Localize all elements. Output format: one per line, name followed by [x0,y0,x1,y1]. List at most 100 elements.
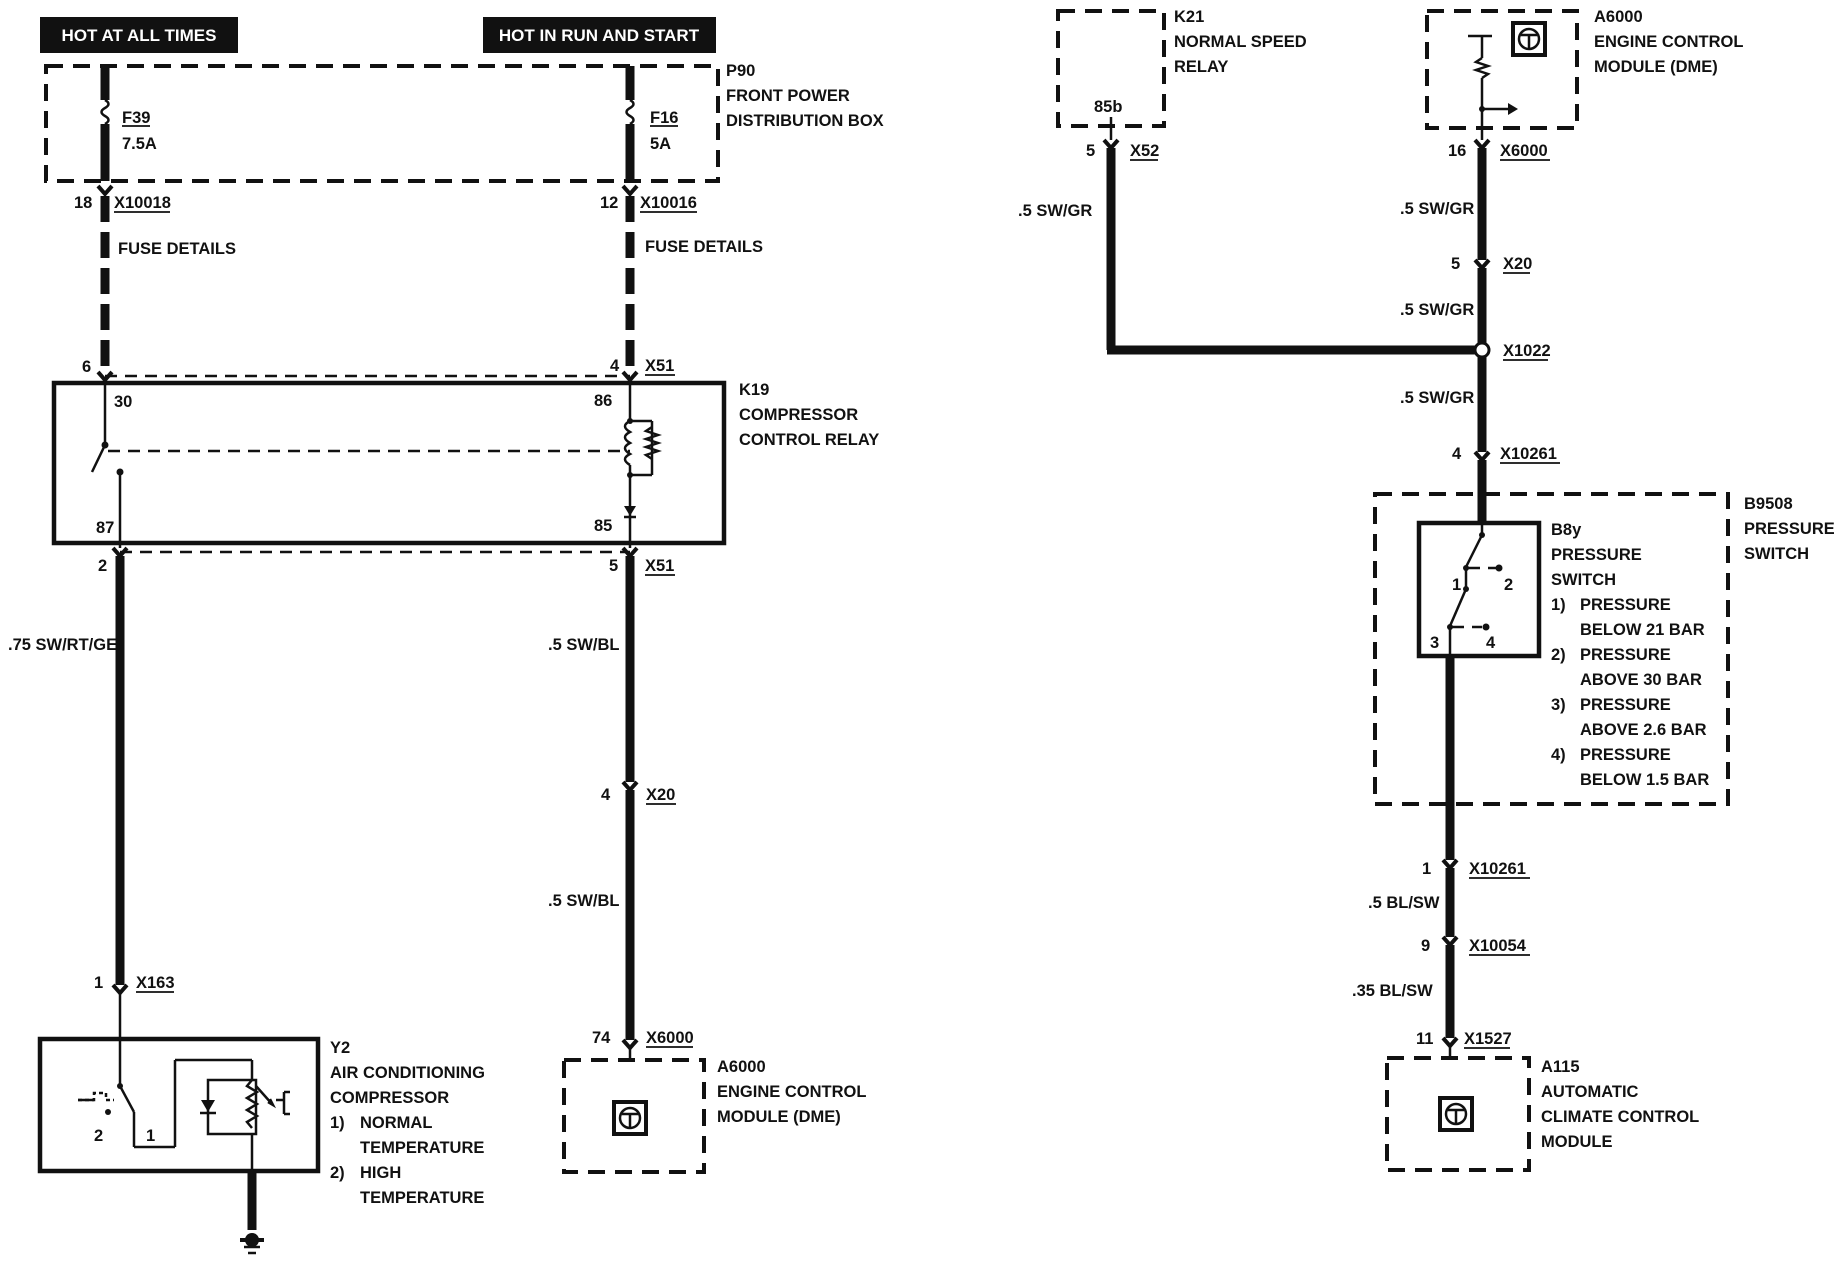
y2-pin2: 2 [94,1127,103,1145]
k21-line2: RELAY [1174,58,1228,76]
fuse-f39-rating: 7.5A [122,135,157,153]
connector-x6000-left-name: X6000 [646,1029,694,1047]
k21-pin: 85b [1094,98,1122,116]
k19-pin86: 86 [594,392,612,410]
a6000-right-line1: ENGINE CONTROL [1594,33,1743,51]
b8y-pin3: 3 [1430,634,1439,652]
y2-item1-line1: NORMAL [360,1114,432,1132]
connector-x20-right [1473,258,1491,272]
y2-compressor-box [37,1036,321,1174]
connector-x10054-name: X10054 [1469,937,1527,955]
b8y-note-1-line2: BELOW 21 BAR [1580,621,1705,639]
wire-sw-bl-1-label: .5 SW/BL [548,636,620,654]
b9508-line2: SWITCH [1744,545,1809,563]
connector-x163 [111,983,129,997]
header-hot-at-all-times-label: HOT AT ALL TIMES [62,26,217,45]
wire-sw-bl-2-label: .5 SW/BL [548,892,620,910]
connector-x6000-left [621,1038,639,1052]
connector-x163-pin: 1 [94,974,103,992]
connector-x6000-left-pin: 74 [592,1029,611,1047]
wire-075-label: .75 SW/RT/GE [8,636,117,654]
connector-x1527 [1441,1036,1459,1050]
a6000-left-id: A6000 [717,1058,766,1076]
connector-x52 [1102,138,1120,152]
b8y-pin4: 4 [1486,634,1496,652]
k19-pin87: 87 [96,519,114,537]
p90-line1: FRONT POWER [726,87,850,105]
wire-sw-gr-k21-label: .5 SW/GR [1018,202,1092,220]
y2-line1: AIR CONDITIONING [330,1064,485,1082]
k19-pin30: 30 [114,393,132,411]
header-hot-in-run-and-start: HOT IN RUN AND START [483,17,716,53]
k19-id: K19 [739,381,769,399]
a6000-left-line2: MODULE (DME) [717,1108,841,1126]
a115-module-icon [1438,1096,1474,1132]
connector-x51-bottom-name: X51 [645,557,674,575]
a115-line2: CLIMATE CONTROL [1541,1108,1699,1126]
connector-x51-bottom-pin: 5 [609,557,618,575]
fuse-f39-id: F39 [122,109,150,127]
connector-x20-left-name: X20 [646,786,675,804]
connector-x10018 [96,184,114,198]
p90-id: P90 [726,62,755,80]
connector-x51-top-pin: 4 [610,357,620,375]
wire-bl-sw-2-label: .35 BL/SW [1352,982,1433,1000]
connector-x52-pin: 5 [1086,142,1095,160]
p90-line2: DISTRIBUTION BOX [726,112,884,130]
b8y-id: B8y [1551,521,1582,539]
y2-id: Y2 [330,1039,350,1057]
a115-line1: AUTOMATIC [1541,1083,1639,1101]
y2-line2: COMPRESSOR [330,1089,449,1107]
b8y-note-3-line1: PRESSURE [1580,696,1671,714]
b8y-switch-contacts [1447,523,1503,656]
wire-sw-gr-2-label: .5 SW/GR [1400,301,1474,319]
fuse-details-left: FUSE DETAILS [118,240,236,258]
fuse-f39 [100,66,110,181]
k19-switch-contact [90,380,630,548]
y2-item2-num: 2) [330,1164,345,1182]
fuse-details-right: FUSE DETAILS [645,238,763,256]
p90-distribution-box [44,64,720,183]
b8y-note-3-line2: ABOVE 2.6 BAR [1580,721,1707,739]
connector-x1527-pin: 11 [1416,1030,1433,1048]
connector-x163-name: X163 [136,974,175,992]
connector-x6000-right-name: X6000 [1500,142,1548,160]
ground-icon [240,1233,264,1255]
k19-line2: CONTROL RELAY [739,431,879,449]
connector-x10018-name: X10018 [114,194,171,212]
k19-relay-coil [623,380,662,548]
connector-x20-left-pin: 4 [601,786,611,804]
header-hot-at-all-times: HOT AT ALL TIMES [40,17,238,53]
b8y-notes: 1) PRESSURE BELOW 21 BAR 2) PRESSURE ABO… [1551,596,1709,789]
connector-x51-top-name: X51 [645,357,674,375]
connector-x10018-pin: 18 [74,194,92,212]
b9508-line1: PRESSURE [1744,520,1834,538]
splice-x1022 [1473,341,1491,359]
connector-x52-name: X52 [1130,142,1159,160]
connector-x10016-pin: 12 [600,194,618,212]
splice-x1022-name: X1022 [1503,342,1551,360]
b8y-pin2: 2 [1504,576,1513,594]
y2-item2-line2: TEMPERATURE [360,1189,484,1207]
a6000-right-id: A6000 [1594,8,1643,26]
k19-line1: COMPRESSOR [739,406,858,424]
b8y-note-4-line2: BELOW 1.5 BAR [1580,771,1709,789]
a115-module-box [1385,1056,1531,1172]
y2-item1-line2: TEMPERATURE [360,1139,484,1157]
a6000-left-module-box [562,1058,706,1174]
a6000-right-module-icon [1511,21,1547,57]
b9508-pressure-switch-box [1373,492,1730,806]
k21-id: K21 [1174,8,1204,26]
connector-x10016 [621,184,639,198]
y2-pin1: 1 [146,1127,155,1145]
a6000-right-resistor [1468,34,1518,140]
fuse-f16-rating: 5A [650,135,671,153]
a6000-right-module-box [1425,9,1579,130]
b8y-note-4-line1: PRESSURE [1580,746,1671,764]
connector-x6000-right [1473,138,1491,152]
connector-x10261-bottom-name: X10261 [1469,860,1526,878]
b8y-note-2-line1: PRESSURE [1580,646,1671,664]
connector-x10261-bottom-pin: 1 [1422,860,1431,878]
b8y-note-3-num: 3) [1551,696,1566,714]
